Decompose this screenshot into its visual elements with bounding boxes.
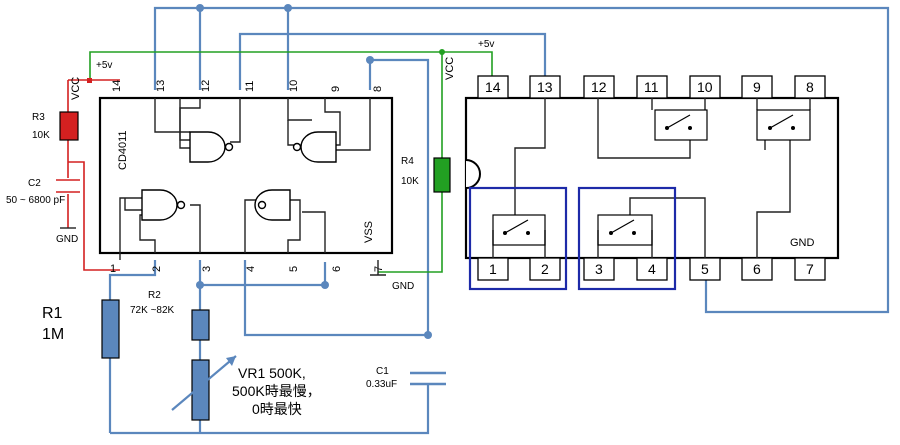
c1-value: 0.33uF — [366, 379, 397, 390]
ic1-cd4011: CD4011 VSS 14 13 12 11 10 9 8 1 2 3 4 5 … — [98, 80, 394, 275]
switch-top-right — [756, 109, 811, 141]
green-wires — [89, 49, 493, 273]
ic2-vcc-label: VCC — [444, 57, 456, 80]
ic1-vss: VSS — [363, 221, 375, 243]
red-wires — [67, 78, 120, 271]
ic1-name: CD4011 — [117, 130, 129, 170]
vr1-line1: VR1 500K, — [238, 365, 306, 381]
junction-dot — [196, 4, 204, 12]
ic1-top-pin-label: 13 — [155, 80, 167, 92]
c1-name: C1 — [376, 366, 389, 377]
switch-bottom-middle — [597, 214, 653, 246]
r2-resistor — [191, 309, 210, 341]
c1-capacitor — [410, 371, 446, 386]
junction-dot — [366, 56, 374, 64]
ic2-bottom-pin-label: 1 — [489, 261, 497, 277]
c2-capacitor — [56, 179, 80, 229]
nand-gate-3 — [141, 189, 186, 221]
junction-dot — [424, 331, 432, 339]
r1-name: R1 — [42, 305, 63, 322]
ic2-top-pin-label: 14 — [485, 79, 501, 95]
vr1-potentiometer — [171, 355, 237, 421]
ic1-bottom-pin-label: 6 — [331, 266, 343, 272]
ic2-top-pin-label: 8 — [806, 79, 814, 95]
ic2-bottom-pin-label: 7 — [806, 261, 814, 277]
ic2-bottom-pin-label: 3 — [595, 261, 603, 277]
blue-wires — [108, 4, 890, 435]
junction-dot — [284, 4, 292, 12]
ic1-top-pin-label: 8 — [372, 86, 384, 92]
supply-label-right: +5v — [478, 39, 494, 50]
r4-value: 10K — [401, 176, 419, 187]
ic2-top-pin-label: 11 — [644, 79, 659, 95]
nand-gate-4 — [254, 189, 291, 221]
junction-dot — [321, 281, 329, 289]
supply-label-left: +5v — [96, 60, 112, 71]
ic1-bottom-pin-label: 5 — [288, 266, 300, 272]
ic1-top-pin-label: 14 — [111, 80, 123, 92]
r4-resistor — [433, 157, 451, 193]
r1-resistor — [101, 299, 120, 359]
ic2-bottom-pin-label: 4 — [648, 261, 656, 277]
ic1-top-pin-label: 9 — [330, 86, 342, 92]
switch-top-middle — [654, 109, 708, 141]
ic1-top-pin-label: 11 — [244, 81, 256, 92]
ic2-bottom-pin-label: 2 — [541, 261, 549, 277]
vr1-line3: 0時最快 — [252, 401, 302, 417]
r3-value: 10K — [32, 130, 50, 141]
ic1-bottom-pin-label: 2 — [151, 266, 163, 272]
r2-name: R2 — [148, 290, 161, 301]
ic2-switch-chip: GND 14 13 12 11 10 9 8 1 2 3 4 5 6 7 — [464, 75, 840, 281]
c2-gnd: GND — [56, 234, 78, 245]
r1-value: 1M — [42, 326, 64, 343]
r3-resistor — [59, 111, 79, 141]
junction-dot — [196, 281, 204, 289]
ic1-vcc-label: VCC — [70, 77, 82, 100]
ic2-gnd-label: GND — [790, 237, 815, 249]
switch-bottom-left — [492, 214, 546, 246]
vr1-line2: 500K時最慢， — [232, 383, 321, 399]
ic2-top-pin-label: 9 — [753, 79, 761, 95]
ic1-top-pin-label: 12 — [200, 80, 212, 92]
r2-value: 72K ~82K — [130, 305, 175, 316]
ic2-bottom-pin-label: 5 — [701, 261, 709, 277]
ic2-top-pin-label: 13 — [537, 79, 553, 95]
c2-value: 50 ~ 6800 pF — [6, 195, 65, 206]
nand-gate-1 — [189, 131, 234, 163]
ic1-bottom-pin-label: 3 — [201, 266, 213, 272]
ic1-bottom-pin-label: 4 — [245, 266, 257, 272]
ic2-top-pin-label: 10 — [697, 79, 713, 95]
nand-gate-2 — [292, 131, 337, 163]
ic2-bottom-pin-label: 6 — [753, 261, 761, 277]
highlight-switch-3-4 — [577, 186, 677, 291]
highlight-switch-1-2 — [468, 186, 568, 291]
r3-name: R3 — [32, 112, 45, 123]
r4-name: R4 — [401, 156, 414, 167]
ic1-bottom-pin-label: 7 — [373, 266, 385, 272]
ic1-top-pin-label: 10 — [288, 80, 300, 92]
c2-name: C2 — [28, 178, 41, 189]
ic2-top-pin-label: 12 — [591, 79, 607, 95]
ic1-bottom-pin-label: 1 — [110, 263, 116, 275]
gnd-label-ic1: GND — [392, 281, 414, 292]
